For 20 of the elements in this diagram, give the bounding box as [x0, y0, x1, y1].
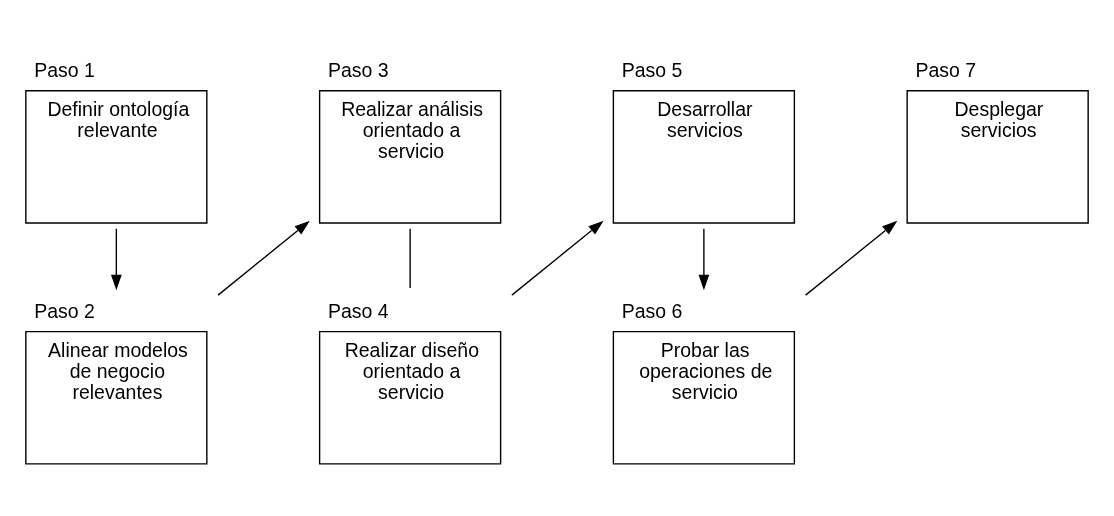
arrow	[511, 220, 604, 296]
node-box: Probar las operaciones de servicio	[612, 330, 796, 465]
node-box: Desplegar servicios	[906, 89, 1089, 224]
node-box: Definir ontología relevante	[25, 89, 208, 224]
arrow	[698, 227, 710, 290]
arrow	[217, 220, 310, 296]
node-label: Paso 7	[915, 58, 977, 81]
node-label: Paso 2	[34, 299, 95, 322]
connector	[409, 227, 411, 289]
arrow	[804, 220, 898, 296]
node-label: Paso 3	[327, 58, 389, 81]
node-box: Realizar diseño orientado a servicio	[318, 330, 502, 465]
node-label: Paso 1	[34, 58, 95, 81]
node-box: Realizar análisis orientado a servicio	[318, 89, 502, 224]
node-label: Paso 5	[621, 58, 683, 81]
arrow	[111, 227, 122, 290]
node-label: Paso 4	[327, 299, 389, 322]
node-box: Alinear modelos de negocio relevantes	[25, 330, 208, 465]
node-label: Paso 6	[621, 299, 683, 322]
node-box: Desarrollar servicios	[612, 89, 796, 224]
